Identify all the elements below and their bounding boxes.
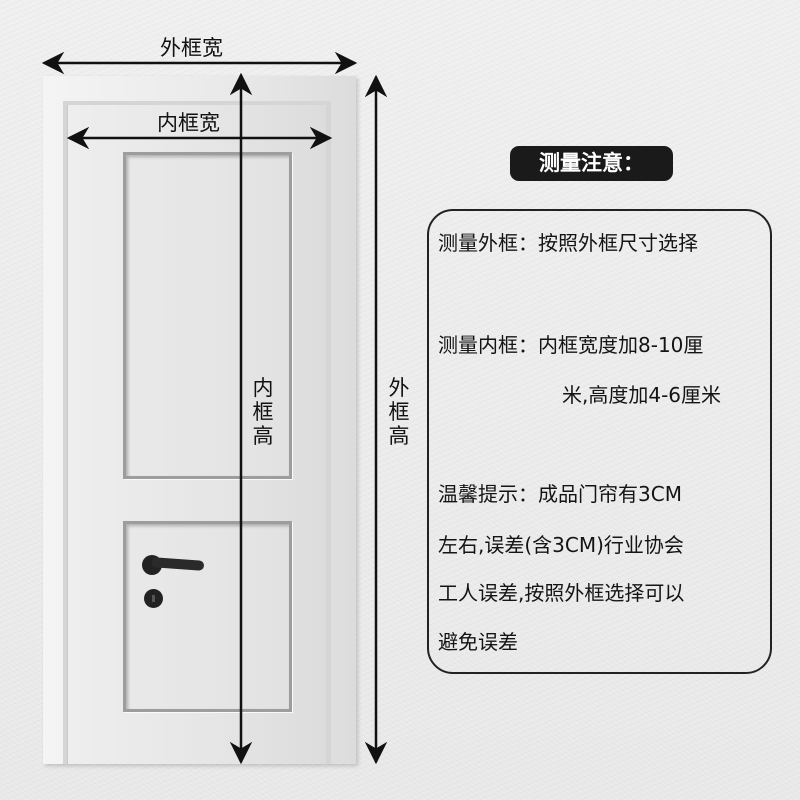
keyhole-icon — [144, 589, 163, 608]
note-line: 温馨提示：成品门帘有3CM — [438, 482, 682, 506]
note-line: 米,高度加4-6厘米 — [562, 383, 722, 407]
notes-title-badge: 测量注意： — [510, 146, 673, 181]
door-leaf — [67, 105, 326, 764]
inner-height-label: 内框高 — [252, 376, 274, 448]
note-line: 工人误差,按照外框选择可以 — [438, 581, 685, 605]
inner-width-label: 内框宽 — [157, 111, 220, 135]
outer-width-label: 外框宽 — [160, 36, 223, 60]
door-outer-frame — [43, 76, 356, 764]
door-bottom-panel — [123, 521, 292, 712]
door-top-panel — [123, 152, 292, 479]
note-line: 避免误差 — [438, 630, 518, 654]
note-line: 测量内框：内框宽度加8-10厘 — [438, 333, 704, 357]
door-inner-frame — [63, 101, 331, 764]
note-line: 左右,误差(含3CM)行业协会 — [438, 533, 684, 557]
notes-box — [427, 209, 772, 674]
note-line: 测量外框：按照外框尺寸选择 — [438, 231, 698, 255]
outer-height-label: 外框高 — [388, 376, 410, 448]
